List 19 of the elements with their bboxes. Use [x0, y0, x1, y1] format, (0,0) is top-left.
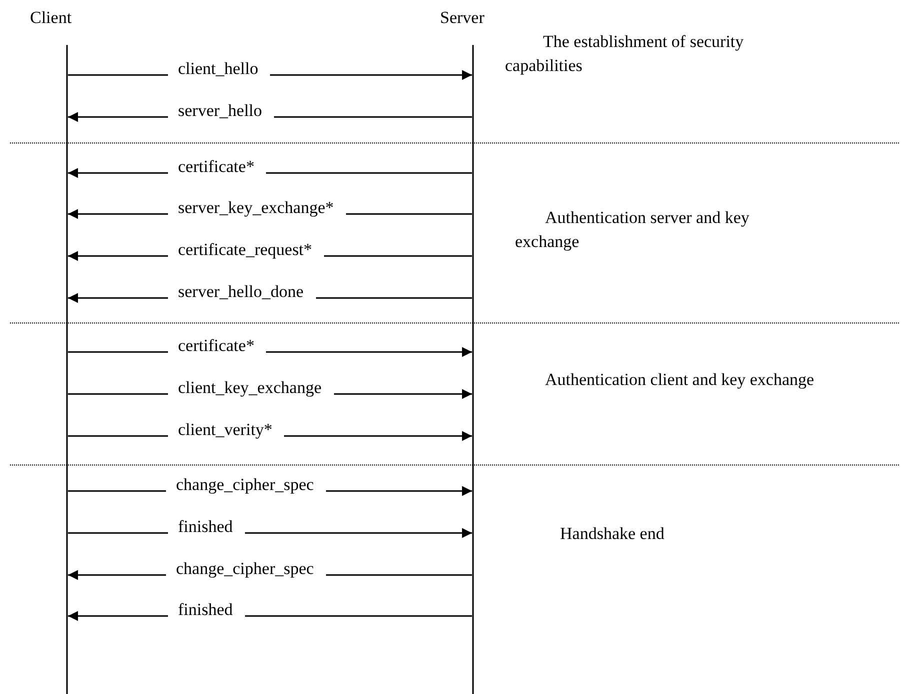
message-label: client_verity*	[168, 420, 284, 440]
message-label: certificate_request*	[168, 240, 324, 260]
message-label: finished	[168, 600, 245, 620]
message-label: certificate*	[168, 157, 266, 177]
phase-label: Handshake end	[560, 523, 666, 545]
participant-label: Client	[30, 8, 72, 28]
message-label: finished	[168, 517, 245, 537]
message-label: server_hello	[168, 101, 274, 121]
participant-label: Server	[440, 8, 484, 28]
message-label: change_cipher_spec	[166, 475, 326, 495]
message-label: change_cipher_spec	[166, 559, 326, 579]
message-label: server_key_exchange*	[168, 198, 346, 218]
phase-label: Authentication client and key exchange	[544, 369, 815, 391]
phase-label: Authentication server and key exchange	[515, 207, 750, 253]
message-label: server_hello_done	[168, 282, 316, 302]
message-label: certificate*	[168, 336, 266, 356]
message-label: client_hello	[168, 59, 270, 79]
phase-label: The establishment of security capabilities	[505, 31, 745, 77]
message-label: client_key_exchange	[168, 378, 334, 398]
